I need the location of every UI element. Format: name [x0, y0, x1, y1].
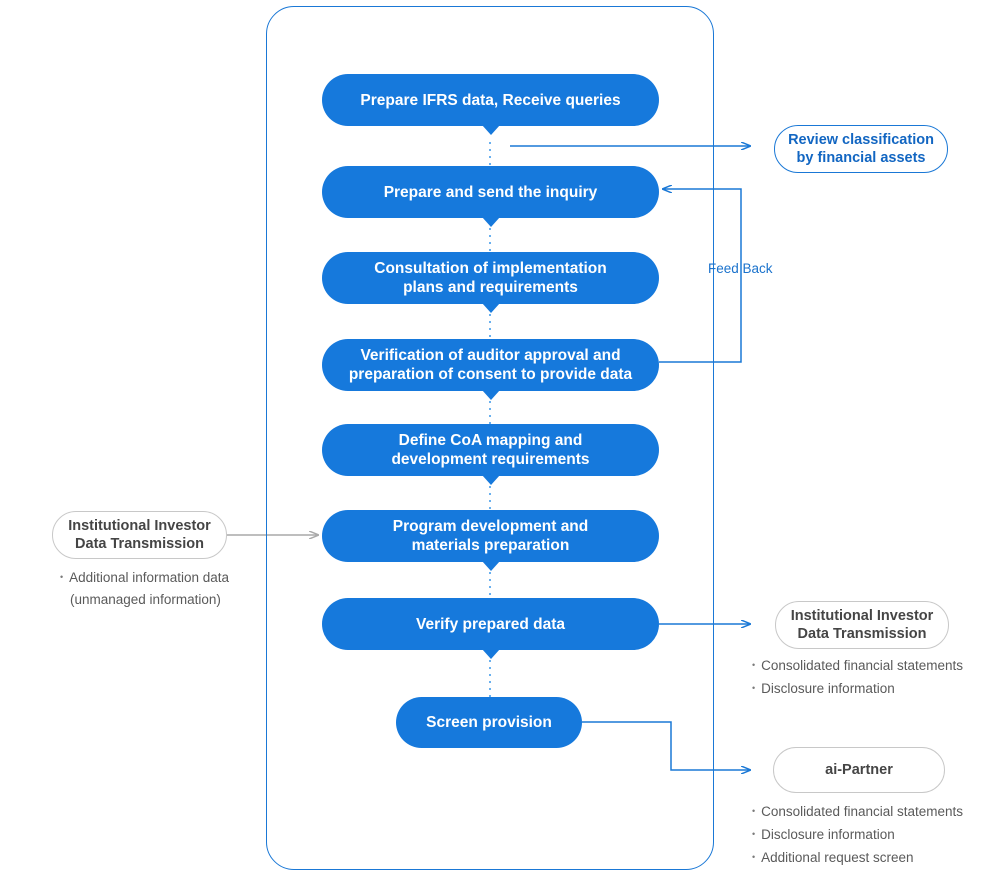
step-label: Prepare and send the inquiry [383, 183, 598, 201]
step-program-development[interactable]: Program development and materials prepar… [322, 510, 659, 571]
step-define-coa-mapping[interactable]: Define CoA mapping and development requi… [322, 424, 659, 485]
step-label: Screen provision [426, 714, 552, 731]
step-label: Verify prepared data [415, 615, 566, 633]
review-classification-box: Review classification by financial asset… [774, 125, 948, 173]
note-item: (unmanaged information) [60, 589, 229, 611]
process-container [266, 6, 714, 870]
transmission-notes: • Consolidated financial statements • Disc… [752, 654, 963, 700]
transmission-label-line-1: Institutional Investor [790, 608, 934, 624]
step-consultation[interactable]: Consultation of implementation plans and… [322, 252, 659, 313]
step-label: Prepare IFRS data, Receive queries [360, 91, 621, 109]
step-label-line-1: Define CoA mapping and [398, 432, 583, 449]
review-label-line-2: by financial assets [796, 150, 926, 166]
note-item: • Disclosure information [752, 677, 963, 700]
ai-partner-label: ai-Partner [825, 762, 893, 778]
ai-partner-box: ai-Partner [773, 747, 945, 793]
step-label-line-1: Program development and [392, 518, 589, 535]
step-label-line-1: Consultation of implementation [374, 260, 607, 277]
note-item: • Consolidated financial statements [752, 800, 963, 823]
ai-partner-notes: • Consolidated financial statements • Disc… [752, 800, 963, 869]
feedback-loop-arrow [659, 189, 742, 363]
input-notes: • Additional information data (unmanaged … [60, 566, 229, 611]
note-text: Additional request screen [761, 850, 914, 865]
institutional-investor-transmission-box: Institutional Investor Data Transmission [775, 601, 949, 649]
review-label-line-1: Review classification [788, 132, 934, 148]
note-item: • Disclosure information [752, 823, 963, 846]
step-label-line-2: preparation of consent to provide data [348, 366, 633, 383]
ai-partner-arrow [582, 721, 750, 770]
bullet-icon: • [752, 683, 756, 693]
input-label-line-2: Data Transmission [75, 536, 204, 552]
step-label-line-2: materials preparation [411, 537, 570, 554]
step-label-line-1: Verification of auditor approval and [360, 347, 621, 364]
input-label-line-1: Institutional Investor [68, 518, 211, 534]
step-prepare-send-inquiry[interactable]: Prepare and send the inquiry [322, 166, 659, 227]
transmission-label-line-2: Data Transmission [797, 626, 927, 642]
step-auditor-verification[interactable]: Verification of auditor approval and pre… [322, 339, 659, 400]
note-item: • Consolidated financial statements [752, 654, 963, 677]
bullet-icon: • [752, 806, 756, 816]
step-verify-prepared-data[interactable]: Verify prepared data [322, 598, 659, 659]
feedback-label: Feed Back [708, 261, 773, 276]
bullet-icon: • [752, 829, 756, 839]
note-text: Consolidated financial statements [761, 804, 964, 819]
bullet-icon: • [752, 852, 756, 862]
note-item: • Additional information data [60, 566, 229, 589]
bullet-icon: • [60, 572, 64, 582]
note-text: Disclosure information [761, 681, 895, 696]
note-text: Additional information data [69, 570, 230, 585]
step-label-line-2: development requirements [391, 451, 590, 468]
note-item: • Additional request screen [752, 846, 963, 869]
step-label-line-2: plans and requirements [403, 279, 578, 296]
step-prepare-ifrs-data[interactable]: Prepare IFRS data, Receive queries [322, 74, 659, 135]
note-text: Consolidated financial statements [761, 658, 964, 673]
institutional-investor-input-box: Institutional Investor Data Transmission [52, 511, 227, 559]
note-text: Disclosure information [761, 827, 895, 842]
bullet-icon: • [752, 660, 756, 670]
step-screen-provision[interactable]: Screen provision [396, 697, 582, 748]
note-text: (unmanaged information) [70, 592, 221, 607]
